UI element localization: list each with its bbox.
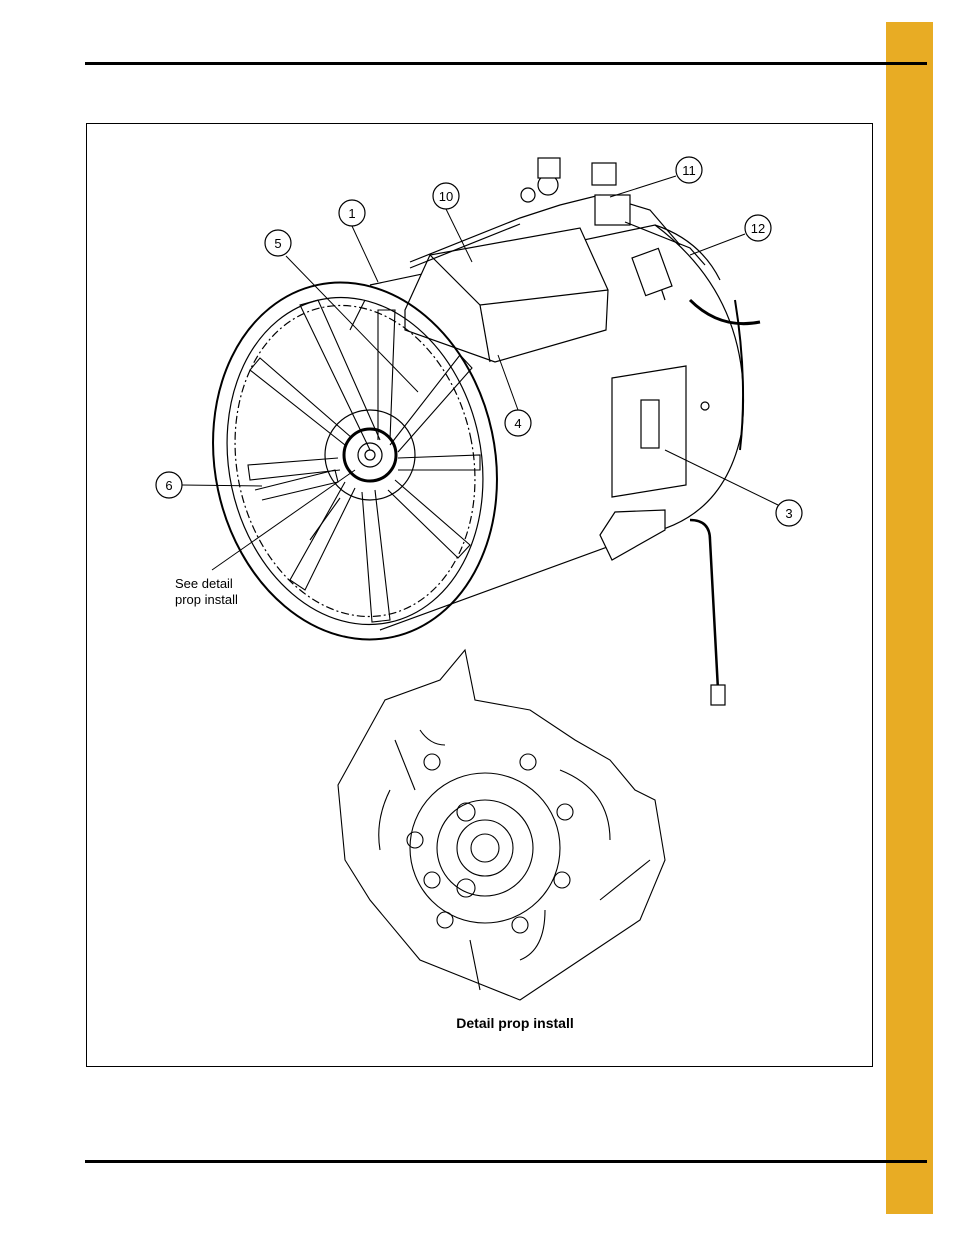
callout-6-label: 6 bbox=[165, 478, 172, 493]
callout-5-label: 5 bbox=[274, 236, 281, 251]
fan-hub bbox=[325, 410, 415, 500]
control-box bbox=[600, 510, 725, 705]
callout-10-label: 10 bbox=[439, 189, 453, 204]
callout-3-label: 3 bbox=[785, 506, 792, 521]
callout-11-label: 11 bbox=[682, 163, 696, 178]
access-panel bbox=[612, 366, 686, 497]
note-line-2: prop install bbox=[175, 592, 238, 608]
callout-4-label: 4 bbox=[514, 416, 521, 431]
see-detail-note: See detail prop install bbox=[175, 576, 238, 608]
prop-install-detail bbox=[338, 650, 665, 1000]
fan-blades bbox=[248, 300, 480, 622]
callout-12-label: 12 bbox=[751, 221, 765, 236]
callout-1-label: 1 bbox=[348, 206, 355, 221]
burner-box bbox=[405, 228, 608, 362]
note-line-1: See detail bbox=[175, 576, 238, 592]
detail-caption: Detail prop install bbox=[0, 1015, 954, 1031]
